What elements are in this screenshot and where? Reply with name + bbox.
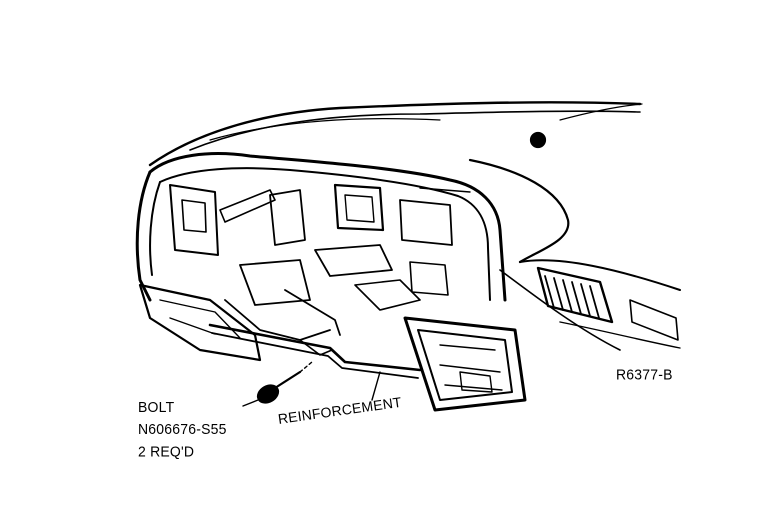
bolt-callout: BOLT N606676-S55 2 REQ'D [138,396,227,462]
right-air-vent [536,266,679,341]
dashboard-top [148,101,643,167]
leader-lines [242,371,381,407]
lower-console-bezel [403,316,527,412]
figure-code: R6377-B [616,365,673,383]
reinforcement-bar [208,323,422,379]
bolt-title: BOLT [138,398,175,416]
bolt-part-number: N606676-S55 [138,420,227,438]
bolt-quantity: 2 REQ'D [138,442,195,460]
cluster-carrier [224,183,471,341]
bolt-part [256,361,313,404]
cluster-opening [135,152,507,302]
dashboard-right-body [468,131,681,351]
